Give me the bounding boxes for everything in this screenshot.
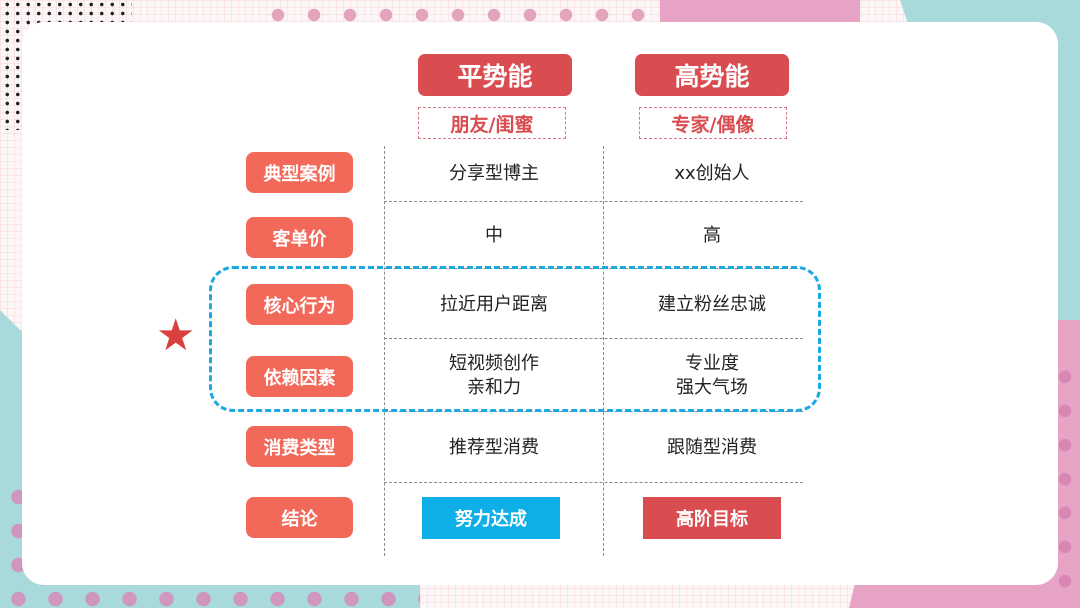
star-icon: ★ xyxy=(156,310,196,361)
cell-line: 亲和力 xyxy=(467,377,521,398)
cell-line: 强大气场 xyxy=(676,377,748,398)
cell-dependency-high: 专业度 强大气场 xyxy=(603,352,821,400)
row-label-dependency: 依赖因素 xyxy=(246,356,353,397)
column-subtitle-flat: 朋友/闺蜜 xyxy=(418,107,566,139)
highlight-dashed-box xyxy=(209,266,821,412)
cell-dependency-flat: 短视频创作 亲和力 xyxy=(385,352,603,400)
cell-consumption-type-high: 跟随型消费 xyxy=(667,437,757,458)
cell-line: 专业度 xyxy=(685,353,739,374)
grid-divider-vertical xyxy=(603,146,604,556)
cell-line: 短视频创作 xyxy=(449,353,539,374)
conclusion-badge-high: 高阶目标 xyxy=(643,497,781,539)
column-subtitle-high: 专家/偶像 xyxy=(639,107,787,139)
row-label-typical-case: 典型案例 xyxy=(246,152,353,193)
content-card xyxy=(22,22,1058,585)
row-label-consumption-type: 消费类型 xyxy=(246,426,353,467)
grid-divider-horizontal xyxy=(384,201,803,202)
cell-typical-case-flat: 分享型博主 xyxy=(449,163,539,184)
grid-divider-horizontal xyxy=(384,338,803,339)
cell-core-behavior-high: 建立粉丝忠诚 xyxy=(658,294,766,315)
row-label-conclusion: 结论 xyxy=(246,497,353,538)
column-header-flat: 平势能 xyxy=(418,54,572,96)
background-pink-dots-top xyxy=(260,0,660,22)
row-label-core-behavior: 核心行为 xyxy=(246,284,353,325)
grid-divider-horizontal xyxy=(384,482,803,483)
cell-typical-case-high: xx创始人 xyxy=(674,163,750,184)
cell-core-behavior-flat: 拉近用户距离 xyxy=(440,294,548,315)
cell-consumption-type-flat: 推荐型消费 xyxy=(449,437,539,458)
row-label-unit-price: 客单价 xyxy=(246,217,353,258)
cell-unit-price-flat: 中 xyxy=(485,225,503,246)
grid-divider-vertical xyxy=(384,146,385,556)
cell-unit-price-high: 高 xyxy=(703,225,721,246)
conclusion-badge-flat: 努力达成 xyxy=(422,497,560,539)
column-header-high: 高势能 xyxy=(635,54,789,96)
